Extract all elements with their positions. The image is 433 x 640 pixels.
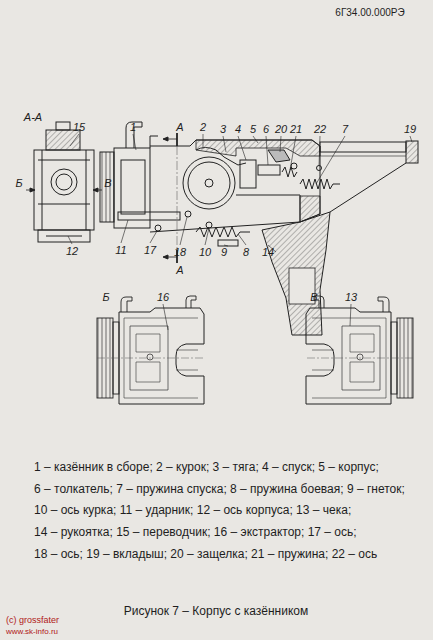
figure-caption: Рисунок 7 – Корпус с казёнником bbox=[124, 605, 308, 618]
parts-list-line: 10 – ось курка; 11 – ударник; 12 – ось к… bbox=[34, 504, 351, 517]
callout-number: 8 bbox=[243, 246, 249, 258]
callout-number: 21 bbox=[290, 123, 302, 135]
callout-number: 9 bbox=[221, 246, 227, 258]
watermark: www.sk-info.ru bbox=[6, 628, 58, 637]
callout-number: Б bbox=[102, 291, 109, 303]
parts-list-line: 14 – рукоятка; 15 – переводчик; 16 – экс… bbox=[34, 526, 357, 539]
callout-number: 3 bbox=[220, 123, 226, 135]
callout-number: 20 bbox=[275, 123, 287, 135]
callout-number: В bbox=[310, 291, 317, 303]
callout-number: 16 bbox=[157, 291, 169, 303]
callout-number: 2 bbox=[200, 121, 206, 133]
parts-list-line: 6 – толкатель; 7 – пружина спуска; 8 – п… bbox=[34, 483, 405, 496]
callout-number: А bbox=[176, 121, 183, 133]
callout-number: 10 bbox=[199, 246, 211, 258]
watermark: (c) grossfater bbox=[6, 616, 59, 626]
parts-list-line: 1 – казённик в сборе; 2 – курок; 3 – тяг… bbox=[34, 461, 379, 474]
callout-number: 1 bbox=[130, 121, 136, 133]
callout-number: 15 bbox=[73, 121, 85, 133]
callout-number: 13 bbox=[345, 291, 357, 303]
document-code: 6Г34.00.000РЭ bbox=[335, 7, 404, 18]
callout-number: В bbox=[104, 177, 111, 189]
callout-number: 12 bbox=[66, 245, 78, 257]
callout-number: 7 bbox=[342, 123, 348, 135]
callout-number: Б bbox=[15, 177, 22, 189]
callout-number: А-А bbox=[24, 111, 42, 123]
callout-number: А bbox=[176, 264, 183, 276]
callout-number: 17 bbox=[144, 244, 156, 256]
callout-number: 4 bbox=[235, 123, 241, 135]
callout-number: 14 bbox=[262, 246, 274, 258]
callout-number: 22 bbox=[314, 123, 326, 135]
callout-number: 11 bbox=[115, 244, 126, 256]
callout-number: 5 bbox=[250, 123, 256, 135]
callout-number: 6 bbox=[263, 123, 269, 135]
callout-number: 19 bbox=[404, 123, 416, 135]
callout-number: 18 bbox=[174, 246, 186, 258]
parts-list-line: 18 – ось; 19 – вкладыш; 20 – защелка; 21… bbox=[34, 548, 377, 561]
